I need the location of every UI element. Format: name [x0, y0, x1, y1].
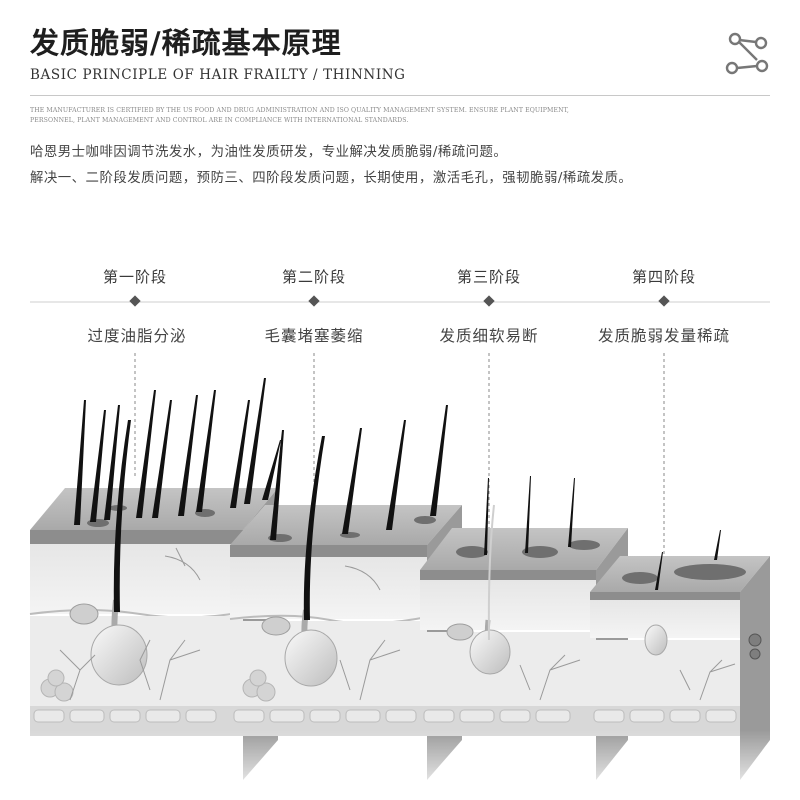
stage-4-label: 第四阶段 — [631, 268, 696, 286]
molecule-icon — [725, 32, 769, 75]
stage-1-desc: 过度油脂分泌 — [87, 327, 187, 345]
stage-3-label: 第三阶段 — [456, 268, 521, 286]
page-subtitle: BASIC PRINCIPLE OF HAIR FRAILTY / THINNI… — [30, 67, 406, 83]
stage-4-desc: 发质脆弱发量稀疏 — [597, 327, 730, 345]
stage-1-label: 第一阶段 — [102, 268, 167, 286]
header-divider — [30, 95, 770, 96]
page-title: 发质脆弱/稀疏基本原理 — [30, 26, 342, 60]
fine-print-line-1: THE MANUFACTURER IS CERTIFIED BY THE US … — [30, 107, 569, 114]
intro-line-1: 哈恩男士咖啡因调节洗发水，为油性发质研发，专业解决发质脆弱/稀疏问题。 — [30, 145, 508, 160]
certification-fine-print: THE MANUFACTURER IS CERTIFIED BY THE US … — [30, 106, 770, 126]
stage-4-skin-block — [590, 530, 770, 780]
stage-2-desc: 毛囊堵塞萎缩 — [264, 327, 364, 345]
intro-line-2: 解决一、二阶段发质问题，预防三、四阶段发质问题，长期使用，激活毛孔，强韧脆弱/稀… — [30, 171, 633, 186]
stage-2-label: 第二阶段 — [281, 268, 346, 286]
stage-3-desc: 发质细软易断 — [439, 327, 539, 345]
intro-text: 哈恩男士咖啡因调节洗发水，为油性发质研发，专业解决发质脆弱/稀疏问题。 解决一、… — [30, 140, 790, 192]
fine-print-line-2: PERSONNEL, PLANT MANAGEMENT AND CONTROL … — [30, 117, 409, 124]
stage-1-skin-block — [29, 378, 281, 780]
